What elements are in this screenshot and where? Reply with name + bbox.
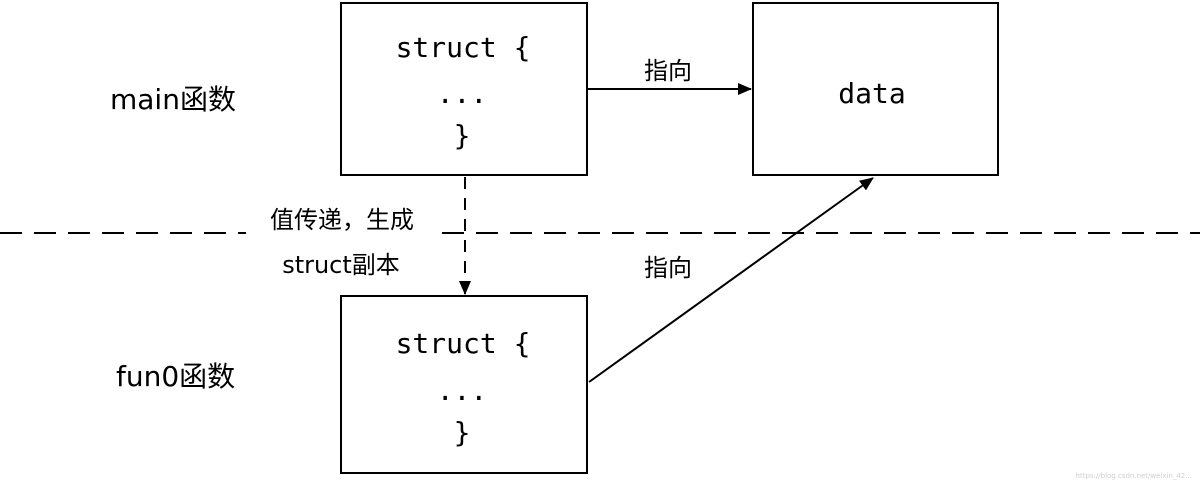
fun0-struct-box [340, 295, 588, 474]
fun0-struct-ellipsis: ... [437, 374, 488, 407]
main-to-data-label: 指向 [644, 57, 692, 85]
main-function-label: main函数 [110, 83, 236, 116]
data-box [752, 2, 999, 176]
main-struct-open: struct { [396, 31, 531, 64]
fun0-to-data-arrow [588, 177, 874, 383]
main-struct-close: } [454, 119, 471, 152]
watermark-text: https://blog.csdn.net/weixin_42... [1076, 472, 1192, 480]
fun0-to-data-label: 指向 [644, 254, 692, 282]
copy-label-line1: 值传递，生成 [270, 206, 414, 234]
copy-label-line2: struct副本 [282, 251, 400, 279]
main-struct-ellipsis: ... [437, 77, 488, 110]
data-box-text: data [838, 77, 905, 110]
fun0-function-label: fun0函数 [116, 360, 235, 393]
fun0-struct-close: } [454, 416, 471, 449]
fun0-struct-open: struct { [396, 327, 531, 360]
copy-label-background [246, 202, 438, 234]
main-struct-box [340, 2, 588, 176]
